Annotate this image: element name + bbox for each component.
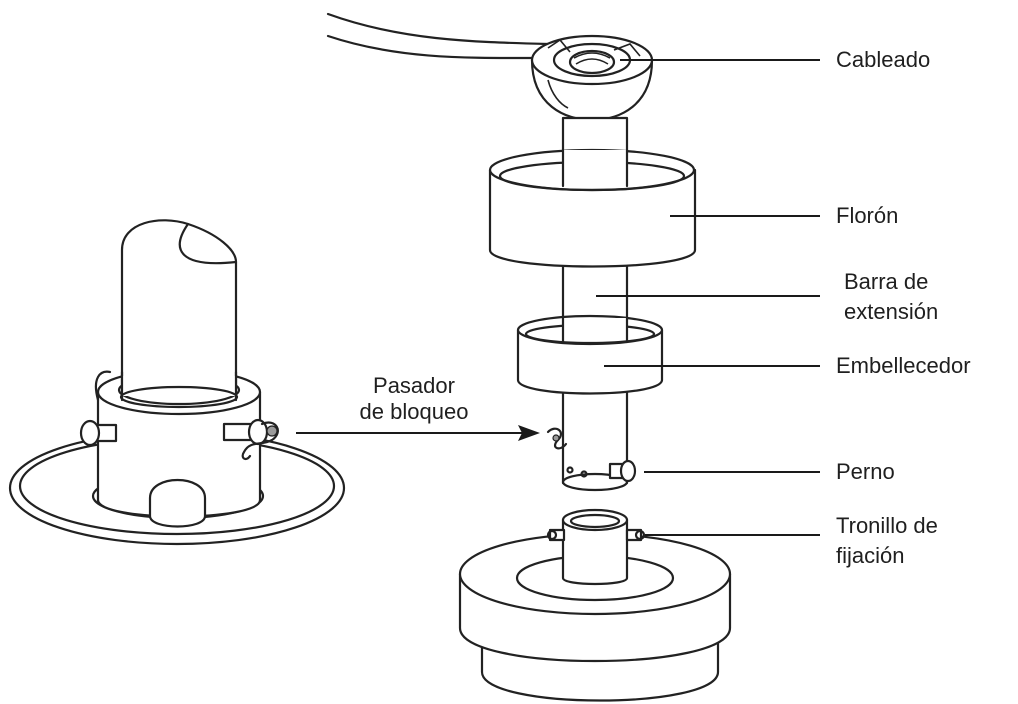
hanger-ball <box>530 34 654 122</box>
label-barra-line2: extensión <box>844 299 939 324</box>
label-tornillo-line1: Tronillo de <box>836 513 938 538</box>
label-perno: Perno <box>836 459 895 484</box>
assembled-detail <box>8 219 346 546</box>
motor-base <box>458 508 732 702</box>
wiring <box>326 12 550 60</box>
canopy <box>488 148 697 268</box>
label-pasador-line1: Pasador <box>373 373 455 398</box>
coupling-cover <box>516 314 664 395</box>
label-barra-line1: Barra de <box>844 269 929 294</box>
label-embellecedor: Embellecedor <box>836 353 971 378</box>
label-floron: Florón <box>836 203 899 228</box>
label-pasador-line2: de bloqueo <box>359 399 469 424</box>
label-tornillo-line2: fijación <box>836 543 905 568</box>
label-cableado: Cableado <box>836 47 931 72</box>
leader-lines <box>296 59 820 536</box>
lock-pin <box>546 427 568 450</box>
bolt <box>608 459 637 483</box>
